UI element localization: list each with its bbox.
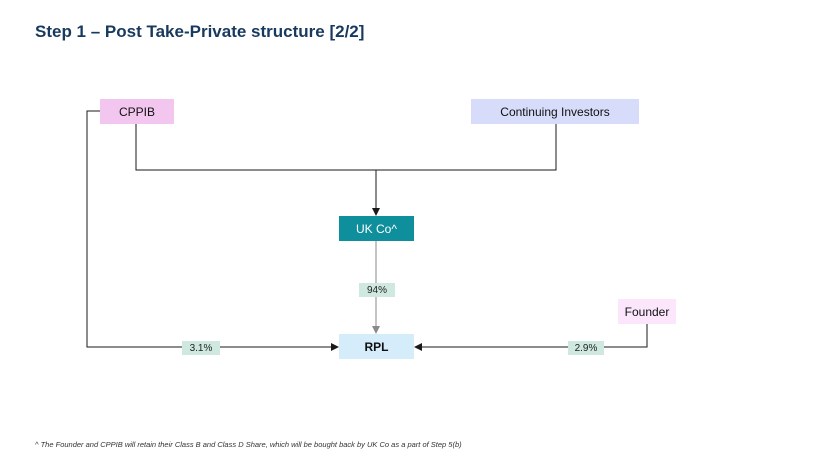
cppib-to-bus-line	[135, 124, 376, 171]
uk-co-box: UK Co^	[339, 216, 414, 241]
continuing-investors-box: Continuing Investors	[471, 99, 639, 124]
rpl-box: RPL	[339, 334, 414, 359]
founder-ownership-label: 2.9%	[568, 341, 604, 355]
cppib-box: CPPIB	[100, 99, 174, 124]
footnote: ^ The Founder and CPPIB will retain thei…	[35, 440, 462, 449]
founder-to-rpl-arrow	[414, 324, 648, 351]
continuing-to-bus-line	[376, 124, 557, 171]
cppib-to-rpl-arrow	[86, 110, 339, 351]
founder-box: Founder	[618, 299, 676, 324]
page-title: Step 1 – Post Take-Private structure [2/…	[35, 22, 365, 41]
ukco-ownership-label: 94%	[359, 283, 395, 297]
cppib-ownership-label: 3.1%	[182, 341, 220, 355]
